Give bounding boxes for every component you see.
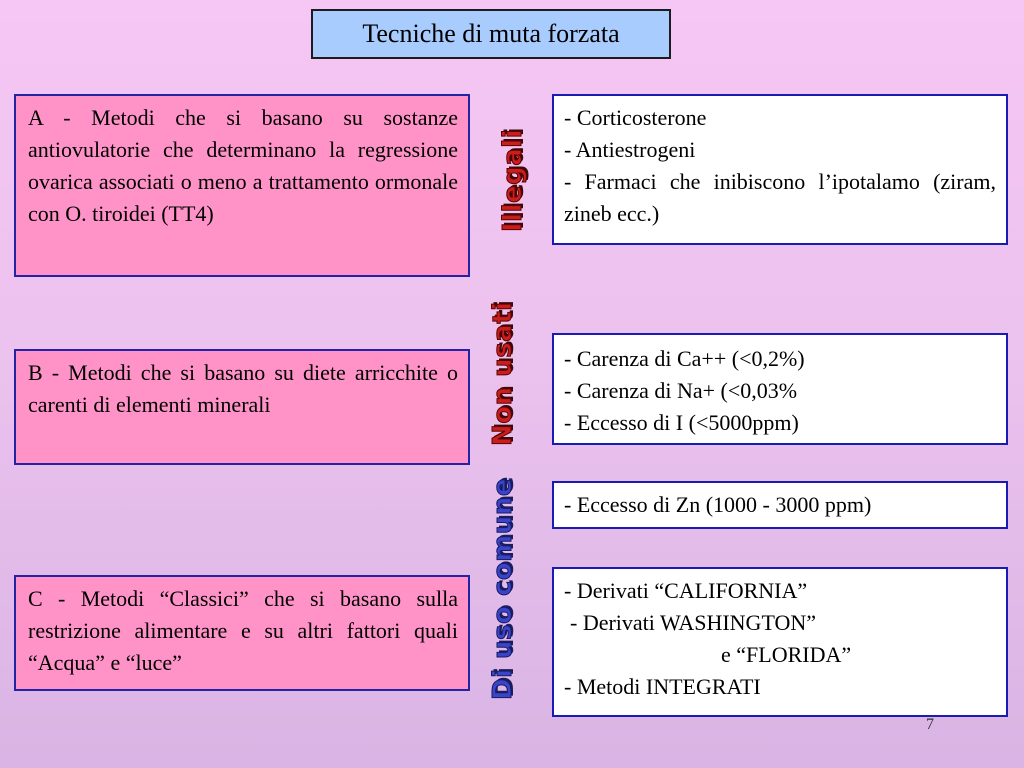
illegal-methods-box: - Corticosterone - Antiestrogeni - Farma… bbox=[552, 94, 1008, 245]
method-b-box: B - Metodi che si basano su diete arricc… bbox=[14, 349, 470, 465]
list-item: - Carenza di Ca++ (<0,2%) bbox=[564, 346, 805, 371]
label-di-uso-comune: Di uso comune bbox=[488, 478, 519, 701]
method-c-box: C - Metodi “Classici” che si basano sull… bbox=[14, 575, 470, 691]
method-a-box: A - Metodi che si basano su sostanze ant… bbox=[14, 94, 470, 277]
list-item: - Eccesso di Zn (1000 - 3000 ppm) bbox=[564, 492, 872, 517]
list-item: - Derivati WASHINGTON” bbox=[570, 610, 817, 635]
method-a-text: A - Metodi che si basano su sostanze ant… bbox=[28, 105, 458, 226]
list-item: - Farmaci che inibiscono l’ipotalamo (zi… bbox=[564, 169, 996, 226]
list-item: - Corticosterone bbox=[564, 105, 707, 130]
method-c-text: C - Metodi “Classici” che si basano sull… bbox=[28, 586, 458, 675]
label-non-usati: Non usati bbox=[488, 301, 519, 447]
method-b-text: B - Metodi che si basano su diete arricc… bbox=[28, 360, 458, 417]
zinc-method-box: - Eccesso di Zn (1000 - 3000 ppm) bbox=[552, 481, 1008, 529]
list-item: - Antiestrogeni bbox=[564, 137, 696, 162]
page-number: 7 bbox=[926, 716, 934, 733]
list-item: e “FLORIDA” bbox=[721, 642, 852, 667]
classic-methods-box: - Derivati “CALIFORNIA” - Derivati WASHI… bbox=[552, 567, 1008, 717]
list-item: - Metodi INTEGRATI bbox=[564, 674, 761, 699]
list-item: - Eccesso di I (<5000ppm) bbox=[564, 410, 799, 435]
list-item: - Carenza di Na+ (<0,03% bbox=[564, 378, 798, 403]
label-illegali: Illegali bbox=[498, 128, 529, 232]
slide-title: Tecniche di muta forzata bbox=[311, 9, 671, 59]
list-item: - Derivati “CALIFORNIA” bbox=[564, 578, 808, 603]
mineral-methods-box: - Carenza di Ca++ (<0,2%) - Carenza di N… bbox=[552, 333, 1008, 445]
